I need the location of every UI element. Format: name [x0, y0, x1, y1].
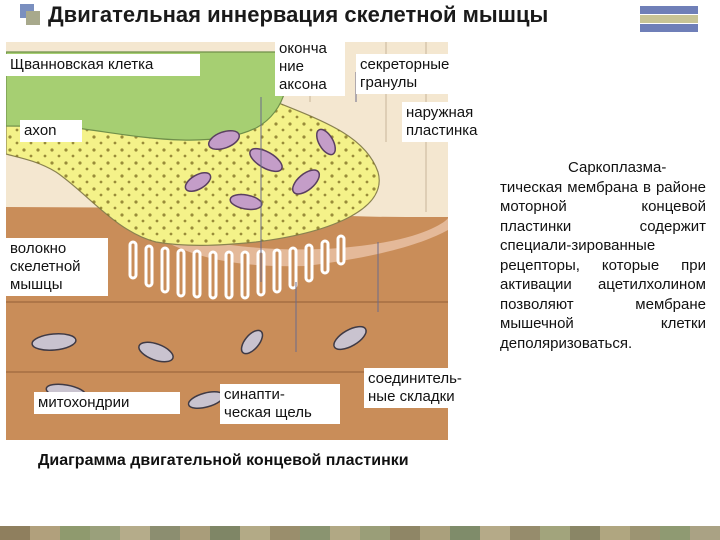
junctional-folds: [128, 234, 346, 300]
strip-segment: [660, 526, 690, 540]
strip-segment: [360, 526, 390, 540]
description-text: Саркоплазма-тическая мембрана в районе м…: [500, 159, 706, 352]
strip-segment: [480, 526, 510, 540]
muscle-fiber-region: [6, 207, 448, 440]
strip-segment: [270, 526, 300, 540]
label-outer-plate: наружная пластинка: [402, 102, 506, 142]
label-secretory-granules: секреторные гранулы: [356, 54, 460, 94]
strip-segment: [0, 526, 30, 540]
strip-segment: [210, 526, 240, 540]
label-junctional-folds: соединитель- ные складки: [364, 368, 486, 408]
label-muscle-fiber: волокно скелетной мышцы: [6, 238, 108, 296]
strip-segment: [450, 526, 480, 540]
title-bar: Двигательная иннервация скелетной мышцы: [0, 0, 720, 40]
strip-segment: [180, 526, 210, 540]
page-title: Двигательная иннервация скелетной мышцы: [48, 2, 549, 27]
strip-segment: [150, 526, 180, 540]
strip-segment: [510, 526, 540, 540]
strip-segment: [330, 526, 360, 540]
strip-segment: [120, 526, 150, 540]
corner-stripes-icon: [640, 6, 698, 32]
diagram-illustration: [6, 42, 448, 440]
strip-segment: [540, 526, 570, 540]
strip-segment: [240, 526, 270, 540]
label-schwann-cell: Щванновская клетка: [6, 54, 200, 76]
motor-end-plate-diagram: Щванновская клетка оконча ние аксона сек…: [6, 38, 506, 440]
strip-segment: [300, 526, 330, 540]
strip-segment: [570, 526, 600, 540]
diagram-caption: Диаграмма двигательной концевой пластинк…: [38, 452, 409, 469]
label-axon-terminal: оконча ние аксона: [275, 38, 345, 96]
strip-segment: [390, 526, 420, 540]
strip-segment: [420, 526, 450, 540]
strip-segment: [60, 526, 90, 540]
label-axon: axon: [20, 120, 82, 142]
bottom-color-strip: [0, 526, 720, 540]
label-synaptic-cleft: синапти- ческая щель: [220, 384, 340, 424]
strip-segment: [90, 526, 120, 540]
label-mitochondria: митохондрии: [34, 392, 180, 414]
strip-segment: [690, 526, 720, 540]
strip-segment: [600, 526, 630, 540]
strip-segment: [630, 526, 660, 540]
strip-segment: [30, 526, 60, 540]
terminal-mitochondria: [184, 128, 337, 211]
slide-bullet-icon: [20, 4, 40, 26]
